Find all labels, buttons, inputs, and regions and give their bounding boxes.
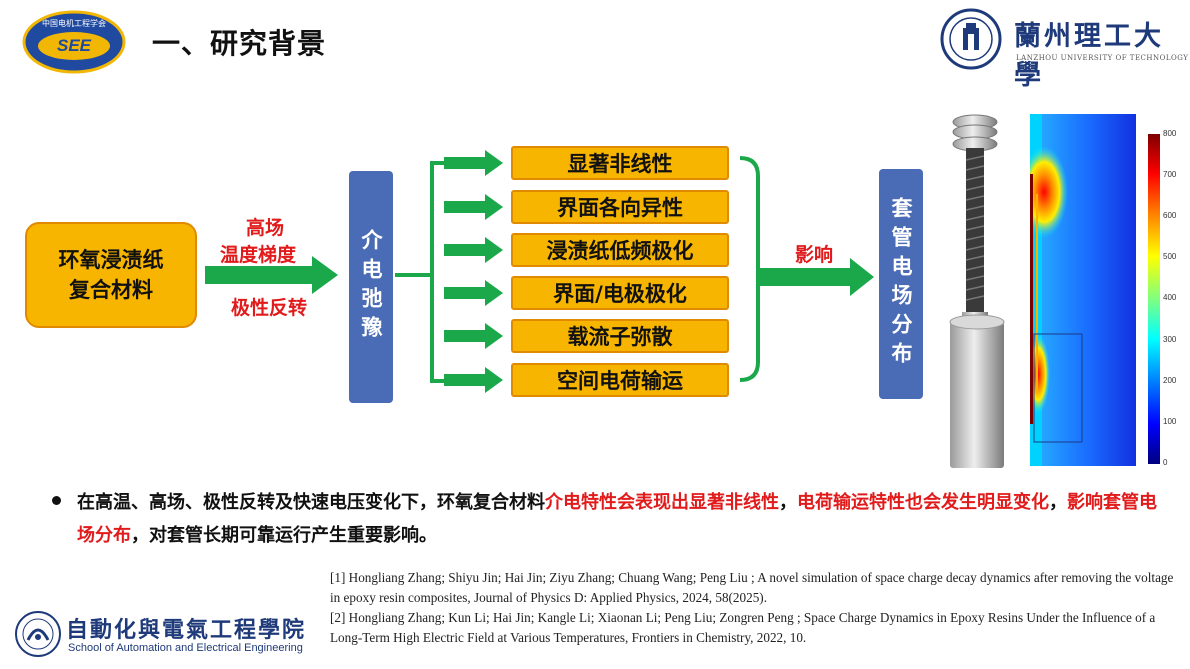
label-influence: 影响	[795, 244, 834, 266]
colorbar-tick: 100	[1163, 417, 1177, 426]
bullet-dot	[52, 496, 61, 505]
bullet-text: ，	[779, 492, 797, 513]
material-line1: 环氧浸渍纸	[58, 247, 164, 272]
arrow-to-field	[760, 258, 874, 296]
mechanism-nonlinearity: 显著非线性	[511, 146, 729, 180]
see-logo: SEE 中国电机工程学会	[22, 10, 126, 74]
references: [1] Hongliang Zhang; Shiyu Jin; Hai Jin;…	[330, 568, 1178, 648]
colorbar-tick: 600	[1163, 211, 1177, 220]
label-high-field: 高场	[246, 217, 285, 239]
bullet-highlight: 介电特性会表现出显著非线性	[545, 492, 779, 513]
school-logo-icon	[15, 611, 61, 657]
school-name: 自動化與電氣工程學院	[66, 617, 307, 643]
mechanism-electrode-polarization: 界面/电极极化	[511, 276, 729, 310]
bullet-text: 在高温、高场、极性反转及快速电压变化下，环氧复合材料	[77, 492, 545, 513]
university-name-en: LANZHOU UNIVERSITY OF TECHNOLOGY	[1016, 54, 1189, 62]
reference-1: [1] Hongliang Zhang; Shiyu Jin; Hai Jin;…	[330, 570, 1174, 605]
university-seal-icon	[940, 8, 1002, 70]
bracket-left	[430, 161, 452, 383]
page-title: 一、研究背景	[152, 27, 327, 60]
bullet-highlight: 电荷输运特性也会发生明显变化	[797, 492, 1049, 513]
reference-2: [2] Hongliang Zhang; Kun Li; Hai Jin; Ka…	[330, 610, 1156, 645]
bullet-paragraph: 在高温、高场、极性反转及快速电压变化下，环氧复合材料介电特性会表现出显著非线性，…	[77, 486, 1162, 552]
colorbar-tick: 300	[1163, 335, 1177, 344]
school-name-en: School of Automation and Electrical Engi…	[68, 642, 303, 654]
colorbar-tick: 400	[1163, 293, 1177, 302]
material-box: 环氧浸渍纸 复合材料	[25, 222, 197, 328]
dielectric-relaxation-box: 介电弛豫	[349, 171, 393, 403]
see-logo-text: SEE	[57, 36, 92, 55]
bullet-highlight: 影响套管电场分布	[77, 492, 1157, 546]
university-name: 蘭州理工大學	[1014, 21, 1164, 91]
colorbar-tick: 500	[1163, 252, 1177, 261]
colorbar	[1148, 134, 1160, 464]
material-line2: 复合材料	[69, 278, 153, 302]
bushing-model-image	[949, 114, 1005, 468]
mechanism-paper-polarization: 浸渍纸低频极化	[511, 233, 729, 267]
label-polarity-reversal: 极性反转	[231, 297, 308, 319]
colorbar-tick: 800	[1163, 129, 1177, 138]
arrow-material-to-relaxation	[205, 256, 338, 294]
electric-field-map-image	[1030, 114, 1136, 466]
bushing-field-box: 套管电场分布	[879, 169, 923, 399]
bracket-right	[739, 156, 760, 382]
colorbar-tick: 700	[1163, 170, 1177, 179]
colorbar-tick: 0	[1163, 458, 1168, 467]
colorbar-tick: 200	[1163, 376, 1177, 385]
mechanism-carrier-dispersion: 载流子弥散	[511, 319, 729, 353]
mechanism-arrows	[444, 150, 503, 393]
see-logo-top-text: 中国电机工程学会	[42, 18, 106, 28]
bullet-text: ，	[1049, 492, 1067, 513]
mechanism-space-charge-transport: 空间电荷输运	[511, 363, 729, 397]
bullet-text: ，对套管长期可靠运行产生重要影响。	[131, 525, 437, 546]
mechanism-interface-anisotropy: 界面各向异性	[511, 190, 729, 224]
label-temp-gradient: 温度梯度	[220, 244, 297, 266]
